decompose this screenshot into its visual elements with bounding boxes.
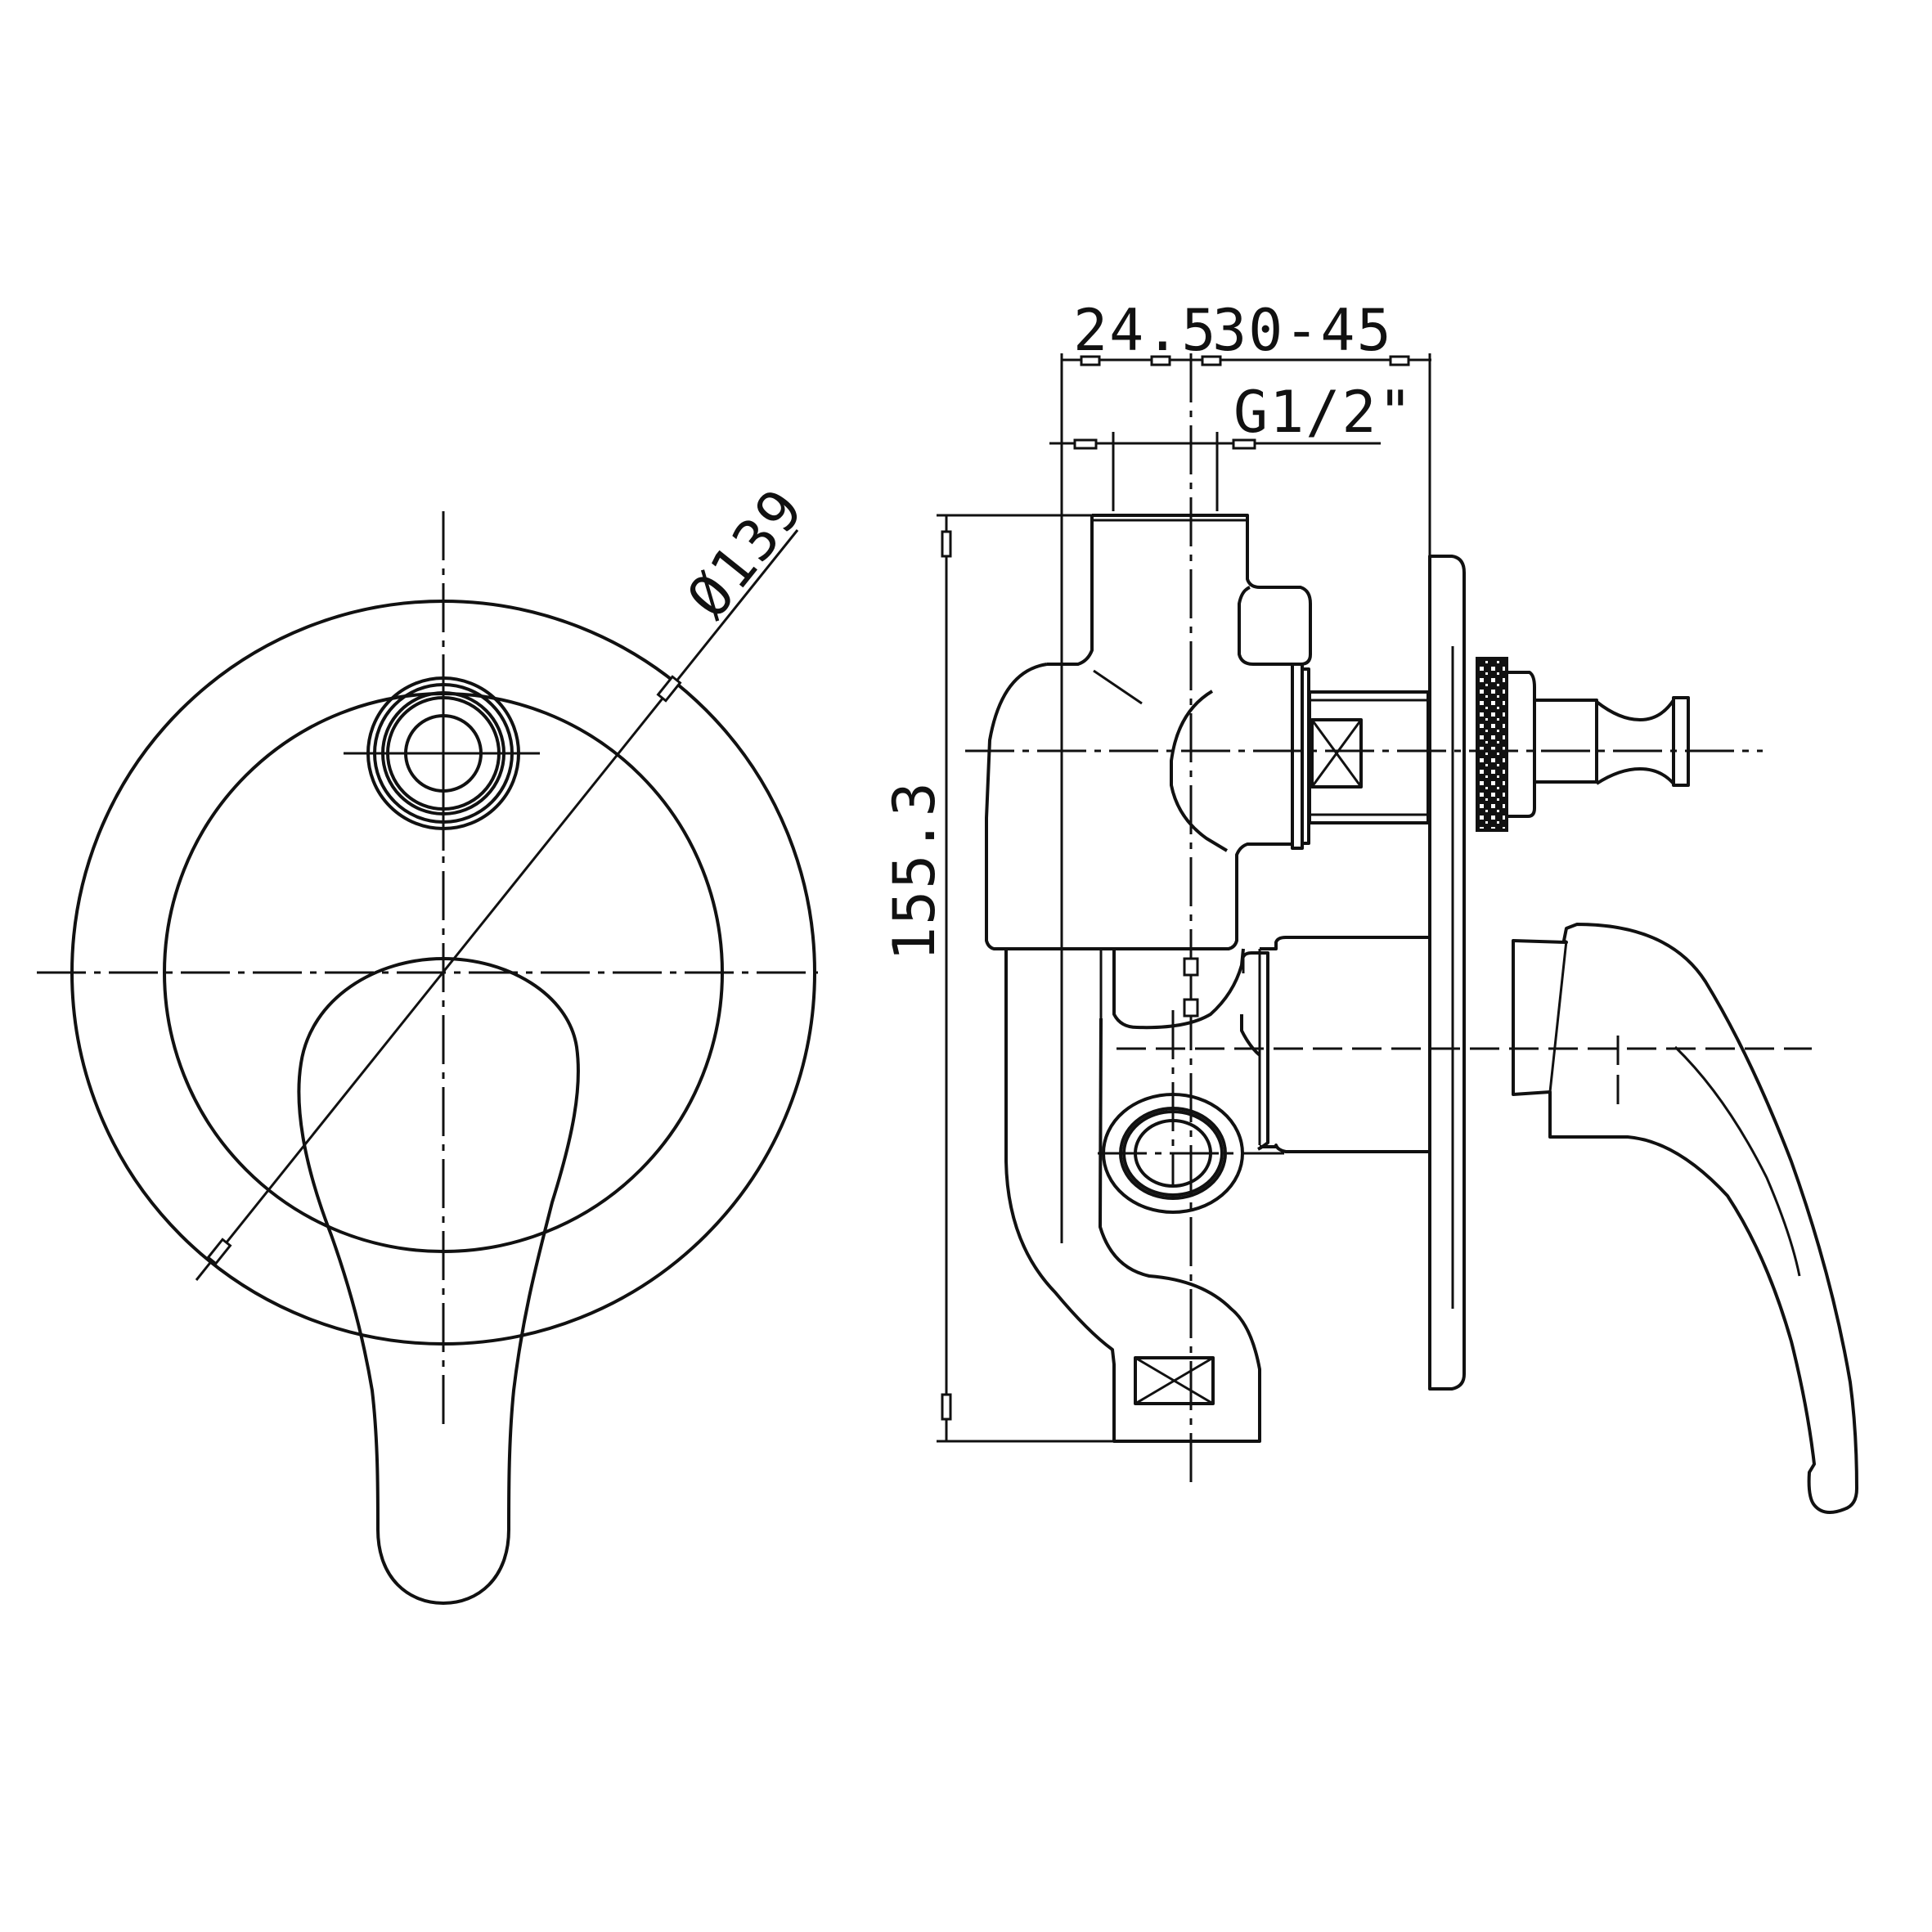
side-view: 24.5 30-45 G1/2" 155.3 <box>881 297 1858 1514</box>
neck-arrow <box>1183 957 1199 1018</box>
dim-plate-diameter: Ø139 <box>674 476 816 631</box>
arrow <box>1073 438 1098 450</box>
knurled-diverter-nut <box>1476 657 1508 832</box>
diverter-knob-side <box>1672 696 1690 787</box>
dim-thread-size: G1/2" <box>1233 379 1414 446</box>
dim-wall-depth: 30-45 <box>1212 297 1393 364</box>
dim-inlet-offset: 24.5 <box>1073 297 1218 364</box>
diverter-stem <box>1507 671 1536 818</box>
diameter-arrow-bottom <box>206 1238 232 1265</box>
square-drive <box>1310 718 1363 789</box>
arrow <box>1150 355 1171 366</box>
diameter-arrow-top <box>656 675 682 703</box>
upper-inlet <box>1092 514 1312 666</box>
arrow <box>1232 438 1256 450</box>
valve-body <box>985 663 1294 950</box>
diameter-dimension-line <box>195 529 799 1281</box>
arrow <box>1389 355 1410 366</box>
spindle-sleeve <box>1308 690 1430 824</box>
arrow <box>941 530 952 558</box>
arrow <box>1201 355 1222 366</box>
cover-plate-side <box>1428 555 1466 1391</box>
lever-handle-side <box>1512 923 1858 1514</box>
lever-handle-front <box>297 957 580 1605</box>
dim-overall-height: 155.3 <box>881 780 948 961</box>
arrow <box>1080 355 1101 366</box>
arrow <box>941 1393 952 1421</box>
mixer-cartridge-barrel <box>1260 936 1431 1153</box>
valve-body-lower <box>1004 1018 1261 1443</box>
mounting-square <box>1134 1356 1215 1405</box>
front-view: Ø139 <box>37 476 818 1605</box>
